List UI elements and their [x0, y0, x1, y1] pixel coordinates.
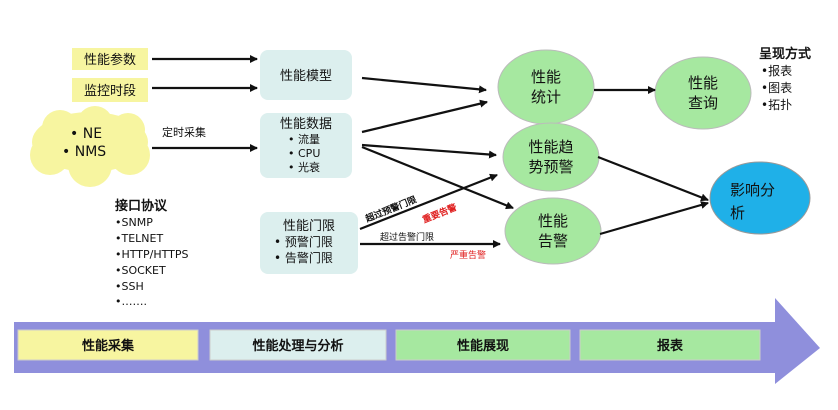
svg-text:性能: 性能	[531, 68, 561, 86]
svg-text:查询: 查询	[688, 94, 718, 112]
svg-text:•SOCKET: •SOCKET	[115, 264, 166, 277]
svg-text:性能采集: 性能采集	[82, 338, 135, 354]
svg-text:告警: 告警	[538, 232, 568, 250]
svg-text:性能: 性能	[688, 74, 718, 92]
svg-text:• NE: • NE	[70, 126, 102, 142]
protocol-list: 接口协议 •SNMP •TELNET •HTTP/HTTPS •SOCKET •…	[115, 198, 188, 308]
svg-text:监控时段: 监控时段	[84, 84, 136, 99]
svg-text:性能趋: 性能趋	[528, 138, 573, 156]
critical-alarm-label: 严重告警	[450, 249, 486, 261]
flow-arrows	[152, 55, 709, 248]
stage-display: 性能展现	[395, 329, 571, 361]
svg-text:性能参数: 性能参数	[84, 52, 136, 68]
svg-text:势预警: 势预警	[528, 158, 573, 176]
source-cloud: • NE • NMS	[30, 106, 150, 187]
performance-model-box: 性能模型	[260, 50, 352, 100]
svg-text:•报表: •报表	[761, 63, 792, 78]
node-impact-analysis: 影响分 析	[709, 161, 811, 235]
svg-text:呈现方式: 呈现方式	[759, 46, 811, 62]
svg-text:性能: 性能	[538, 212, 568, 230]
svg-text:•拓扑: •拓扑	[761, 98, 792, 112]
svg-text:• NMS: • NMS	[62, 144, 106, 160]
presentation-list: 呈现方式 •报表 •图表 •拓扑	[759, 46, 811, 112]
input-monitor-period: 监控时段	[72, 78, 148, 102]
svg-text:接口协议: 接口协议	[115, 198, 168, 214]
svg-text:性能数据: 性能数据	[280, 117, 332, 132]
svg-text:•…….: •…….	[115, 295, 147, 308]
svg-text:性能展现: 性能展现	[457, 338, 509, 354]
important-alarm-label: 重要告警	[421, 201, 459, 226]
stage-collection: 性能采集	[17, 329, 199, 361]
performance-data-box: 性能数据 • 流量 • CPU • 光衰	[260, 113, 352, 178]
svg-text:• CPU: • CPU	[288, 147, 320, 160]
svg-text:性能处理与分析: 性能处理与分析	[252, 338, 343, 354]
stage-report: 报表	[579, 329, 761, 361]
node-trend-warning: 性能趋 势预警	[502, 122, 600, 192]
svg-text:•HTTP/HTTPS: •HTTP/HTTPS	[115, 248, 188, 261]
alarm-exceed-label: 超过告警门限	[380, 231, 434, 243]
svg-text:• 预警门限: • 预警门限	[274, 234, 333, 249]
svg-text:• 流量: • 流量	[288, 132, 320, 146]
svg-text:• 光衰: • 光衰	[288, 160, 320, 174]
svg-text:报表: 报表	[657, 338, 684, 354]
node-query: 性能 查询	[654, 56, 752, 130]
collect-label: 定时采集	[162, 125, 206, 139]
svg-text:影响分: 影响分	[730, 181, 775, 199]
svg-text:• 告警门限: • 告警门限	[274, 250, 333, 265]
node-alarm: 性能 告警	[504, 197, 602, 265]
svg-text:析: 析	[730, 204, 745, 222]
svg-text:•SSH: •SSH	[115, 280, 144, 293]
svg-text:•TELNET: •TELNET	[115, 232, 163, 245]
svg-text:•SNMP: •SNMP	[115, 216, 153, 229]
input-performance-params: 性能参数	[72, 48, 148, 70]
svg-text:性能模型: 性能模型	[280, 69, 332, 84]
svg-text:•图表: •图表	[761, 81, 792, 95]
svg-text:性能门限: 性能门限	[283, 219, 335, 234]
node-stats: 性能 统计	[497, 49, 595, 125]
stage-processing: 性能处理与分析	[209, 329, 387, 361]
svg-text:统计: 统计	[531, 88, 561, 106]
performance-threshold-box: 性能门限 • 预警门限 • 告警门限	[260, 212, 358, 274]
